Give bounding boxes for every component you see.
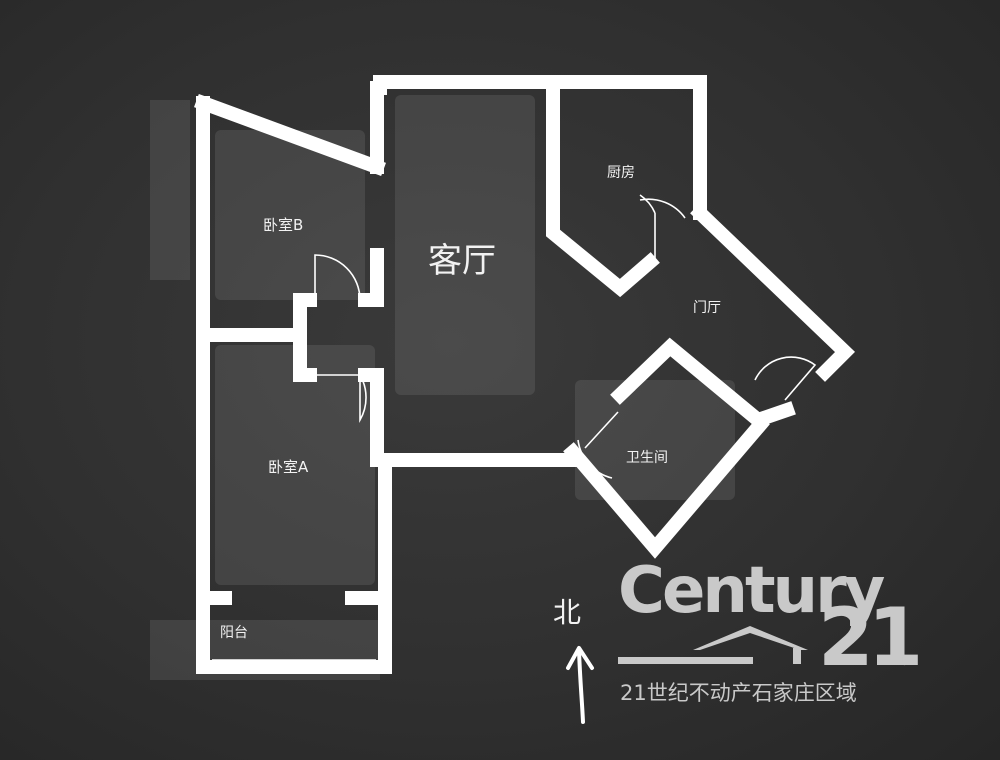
door-bedroom-b <box>314 254 361 301</box>
logo-house-icon <box>618 626 808 664</box>
door-bathroom <box>577 411 619 479</box>
label-bathroom: 卫生间 <box>626 450 668 466</box>
wall-kitchen-west <box>546 75 660 298</box>
label-foyer: 门厅 <box>693 300 721 316</box>
window-bedroom-b-inner <box>237 118 346 160</box>
label-living: 客厅 <box>428 241 496 281</box>
door-kitchen <box>639 194 656 258</box>
wall-bedroom-b-north <box>194 94 386 176</box>
door-entrance <box>754 356 817 401</box>
room-labels: 客厅 卧室B 卧室A 厨房 门厅 卫生间 阳台 <box>220 165 721 641</box>
compass-label: 北 <box>553 596 581 629</box>
wall-foyer-east <box>690 203 856 382</box>
logo-number: 21 <box>818 591 919 684</box>
wall-bedroom-b-east <box>370 81 387 174</box>
label-balcony: 阳台 <box>220 625 248 641</box>
door-kitchen-arc <box>639 198 686 219</box>
wall-kitchen <box>546 75 707 220</box>
label-bedroom-a: 卧室A <box>268 458 309 476</box>
north-compass: 北 <box>553 596 594 724</box>
north-arrow-icon <box>566 646 594 724</box>
logo-subtitle: 21世纪不动产石家庄区域 <box>620 681 857 705</box>
door-bedroom-a <box>315 374 367 423</box>
wall-living-south <box>378 453 580 674</box>
wall-bedroom-b-door-jamb <box>358 248 384 307</box>
century21-logo: Century 21 ® 21世纪不动产石家庄区域 <box>618 554 925 705</box>
wall-bathroom-sw <box>563 415 770 559</box>
window-bedroom-b <box>237 111 346 153</box>
label-bedroom-b: 卧室B <box>263 216 303 234</box>
wall-bathroom <box>610 337 768 430</box>
logo-brand: Century <box>618 554 885 628</box>
walls <box>194 75 856 674</box>
label-kitchen: 厨房 <box>607 165 635 181</box>
windows <box>212 78 655 666</box>
doors <box>314 194 817 479</box>
logo-registered: ® <box>898 654 911 669</box>
